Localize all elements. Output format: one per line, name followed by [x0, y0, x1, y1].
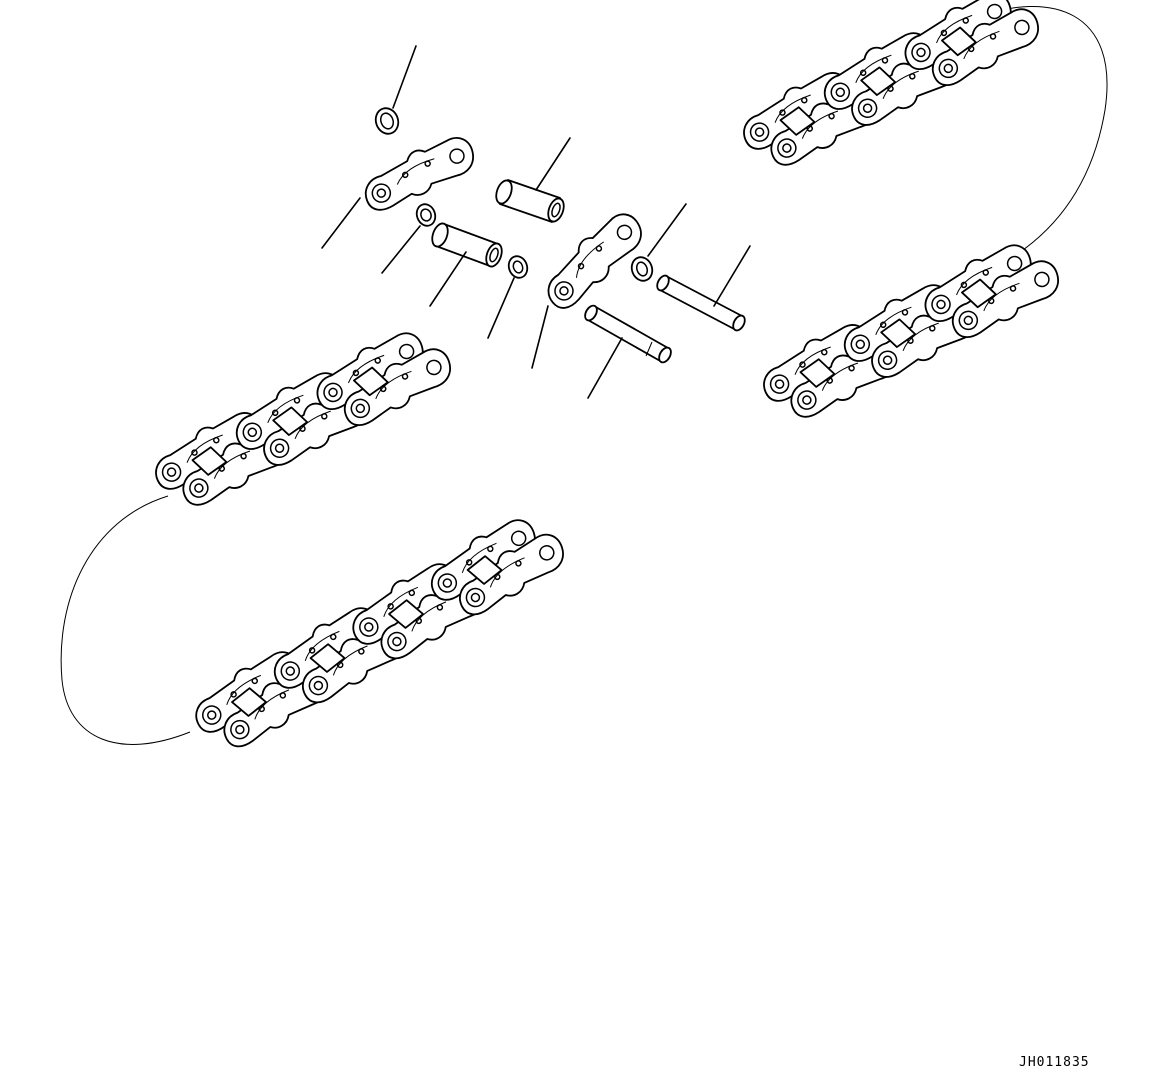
bushing-left [431, 222, 503, 268]
track-section-middle-right [752, 231, 1068, 430]
leader-line-spacer-ring [487, 277, 515, 339]
leader-line-seal-ring-right [647, 203, 687, 257]
track-continuation-curve-left [60, 495, 191, 745]
track-section-lower-left [182, 504, 574, 760]
master-pin [584, 304, 672, 364]
leader-line-master-pin [587, 337, 623, 399]
master-link-plate-left [355, 130, 482, 216]
figure-reference-code: JH011835 [1019, 1055, 1090, 1070]
leader-line-seal-ring-top [392, 45, 417, 109]
small-seal-ring [415, 203, 437, 227]
track-continuation-curve-right [974, 6, 1108, 271]
leader-line-small-seal-ring [381, 225, 421, 274]
track-section-upper-right [732, 0, 1048, 177]
leader-line-master-link-left [321, 197, 361, 249]
leader-line-track-pin-long [713, 245, 751, 307]
bushing-top [495, 179, 565, 223]
seal-ring-top [374, 107, 400, 135]
seal-ring-right [630, 256, 654, 282]
spacer-ring [507, 255, 529, 279]
track-section-middle-left [144, 319, 460, 518]
leader-line-bushing-top [535, 137, 571, 191]
leader-line-bushing-left [429, 251, 467, 307]
track-pin-long [656, 274, 746, 332]
leader-line-master-link-right [531, 305, 549, 369]
